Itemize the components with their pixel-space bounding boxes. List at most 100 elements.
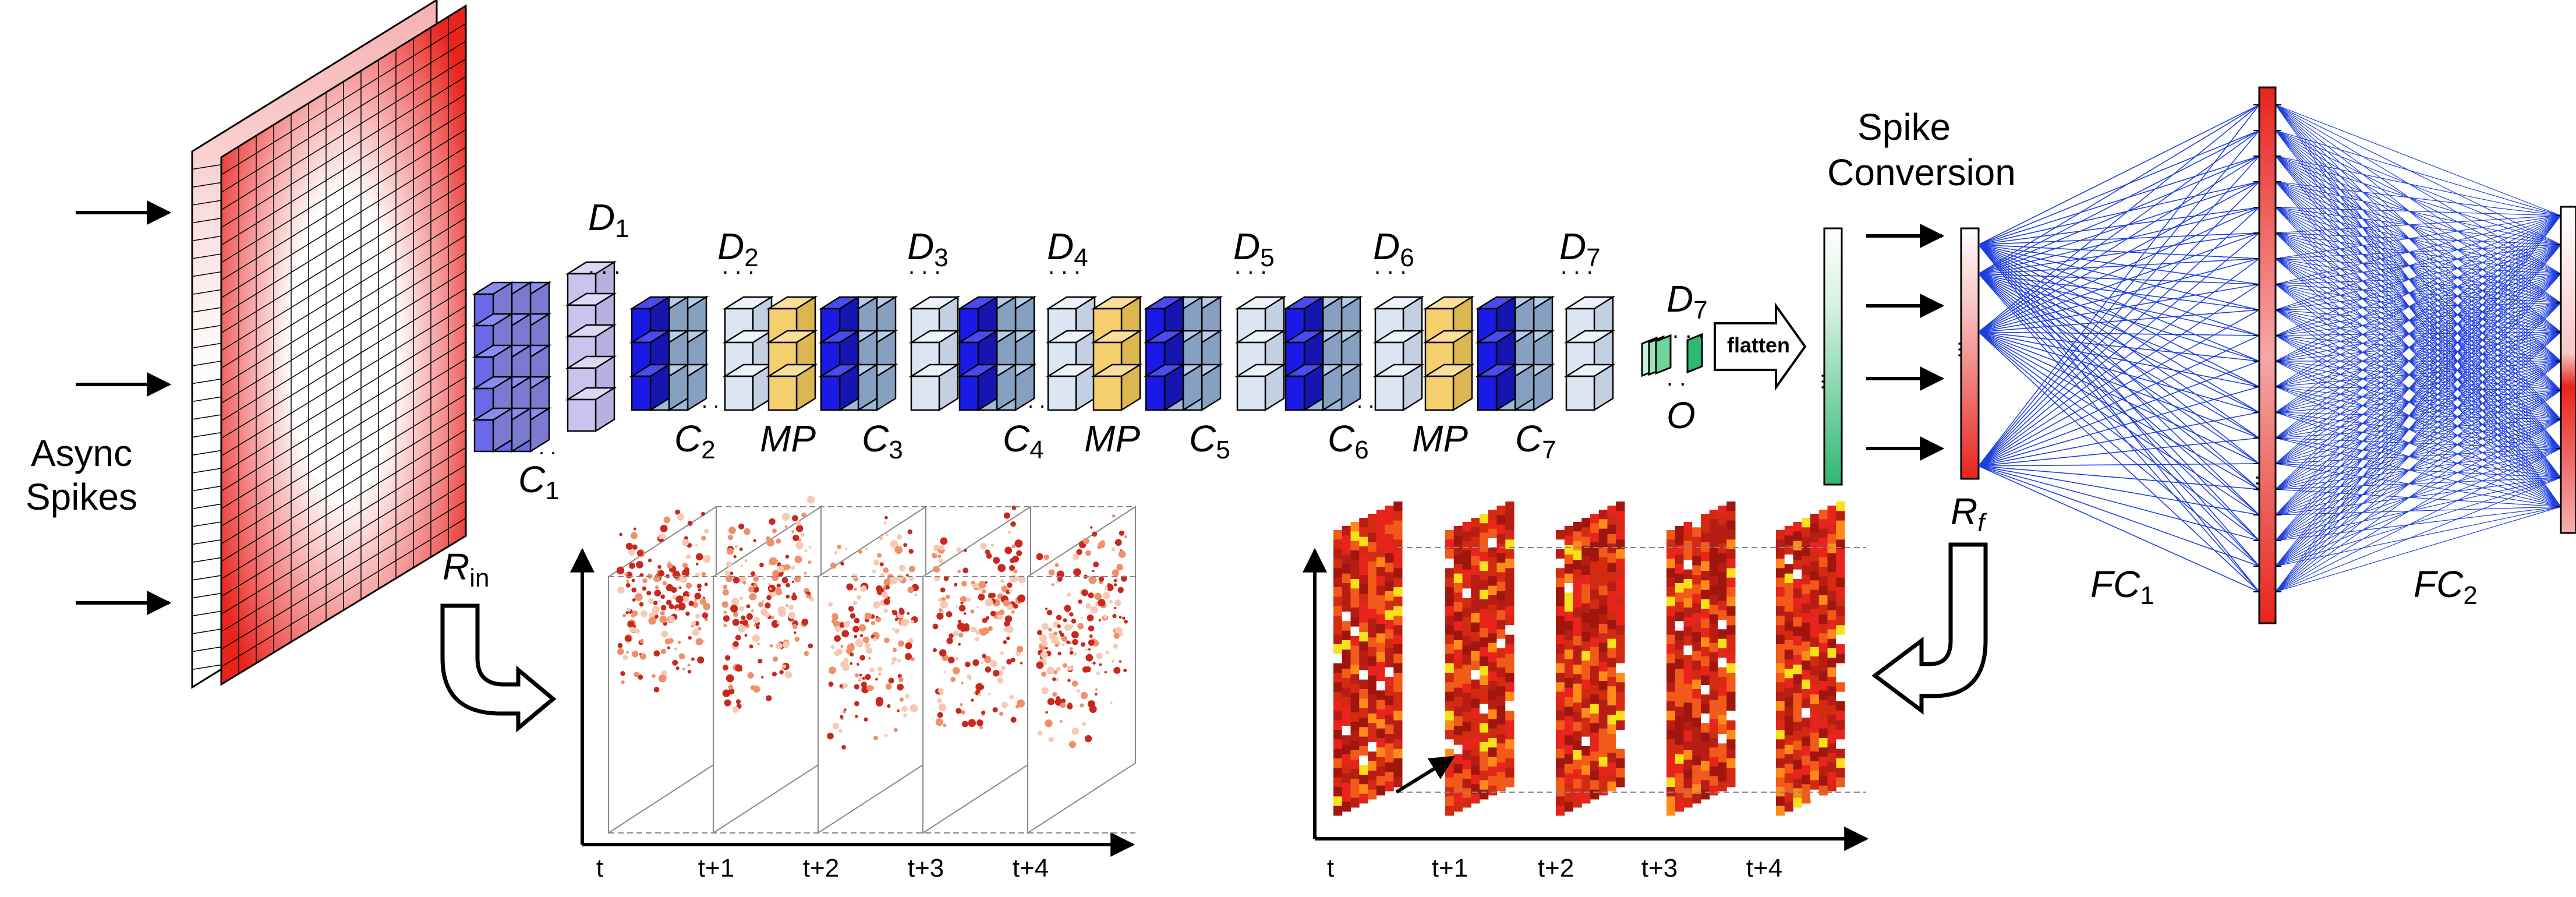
input-event-dot — [1071, 680, 1078, 687]
rf-spike-cell — [1393, 720, 1403, 730]
input-event-dot — [935, 552, 938, 555]
rf-spike-cell — [1368, 761, 1377, 771]
rf-spike-cell — [1496, 734, 1506, 744]
rf-vector-bar — [1960, 227, 1980, 480]
input-event-dot — [984, 656, 992, 663]
rf-spike-cell — [1726, 739, 1736, 750]
fc1-edge — [1978, 232, 2260, 274]
rf-spike-cell — [1776, 758, 1785, 768]
input-event-dot — [869, 668, 875, 673]
fc1-edge — [1978, 331, 2260, 515]
rf-spike-cell — [1709, 642, 1718, 653]
input-event-dot — [1085, 603, 1092, 609]
fc1-edge — [1978, 244, 2260, 362]
rf-spike-cell — [1683, 645, 1693, 656]
rf-spike-cell — [1683, 655, 1693, 665]
rf-spike-cell — [1496, 629, 1506, 640]
rf-spike-cell — [1445, 796, 1455, 807]
fc2-edge — [2275, 284, 2561, 507]
rf-spike-cell — [1556, 711, 1565, 721]
fc2-edge — [2275, 244, 2561, 439]
input-event-dot — [723, 665, 729, 671]
rf-spike-cell — [1342, 754, 1351, 764]
rf-spike-cell — [1616, 644, 1625, 654]
fc2-output-vector — [2560, 206, 2576, 534]
rf-spike-cell — [1385, 591, 1394, 601]
rf-spike-cell — [1480, 656, 1489, 666]
rf-spike-cell — [1818, 585, 1828, 596]
input-event-dot — [724, 570, 731, 576]
rf-spike-cell — [1709, 595, 1718, 605]
input-event-dot — [617, 648, 624, 655]
fc1-edge — [1978, 244, 2260, 541]
fc2-edge — [2275, 232, 2561, 449]
input-event-dot — [806, 495, 815, 504]
rf-spike-cell — [1573, 588, 1582, 599]
input-event-dot — [630, 532, 638, 539]
rf-spike-cell — [1445, 559, 1455, 568]
input-event-dot — [1010, 657, 1015, 663]
rf-spike-cell — [1818, 662, 1828, 672]
rf-spike-cell — [1836, 701, 1845, 711]
rf-spike-cell — [1590, 732, 1600, 743]
rf-spike-cell — [1480, 599, 1489, 609]
input-event-dot — [785, 594, 790, 599]
input-event-dot — [1087, 700, 1096, 708]
fc1-edge — [1978, 273, 2260, 285]
input-event-dot — [937, 712, 943, 718]
rf-spike-cell — [1776, 663, 1785, 673]
fc2-edge — [2275, 244, 2561, 541]
input-event-dot — [1009, 694, 1014, 700]
input-event-dot — [828, 602, 833, 607]
fc2-edge — [2275, 302, 2561, 592]
rf-spike-cell — [1836, 748, 1845, 759]
input-event-dot — [1007, 530, 1011, 534]
rf-spike-cell — [1342, 573, 1351, 584]
input-event-dot — [661, 630, 668, 638]
rf-spike-cell — [1709, 519, 1718, 529]
rf-spike-cell — [1462, 541, 1471, 551]
rf-spike-cell — [1368, 580, 1377, 591]
fc2-edge — [2275, 273, 2561, 362]
fc1-edge — [1978, 244, 2260, 490]
fc2-edge — [2275, 390, 2561, 413]
input-event-dot — [778, 609, 786, 617]
rf-spike-cell — [1368, 789, 1377, 800]
fc2-edge — [2275, 309, 2561, 420]
fc2-edge — [2275, 309, 2561, 362]
rf-spike-cell — [1827, 581, 1837, 592]
input-event-dot — [896, 574, 904, 582]
input-event-dot — [846, 583, 854, 591]
rf-spike-cell — [1836, 511, 1845, 521]
input-event-dot — [943, 723, 947, 728]
async-label: Async — [31, 432, 132, 474]
rf-spike-cell — [1709, 633, 1718, 644]
rf-spike-cell — [1793, 740, 1802, 751]
input-back-grid-row — [192, 414, 222, 420]
input-event-dot — [753, 539, 757, 543]
rf-spike-cell — [1607, 743, 1616, 754]
rf-spike-cell — [1709, 510, 1718, 520]
rf-spike-cell — [1385, 781, 1394, 792]
rf-spike-cell — [1462, 702, 1471, 713]
input-event-dot — [659, 616, 667, 623]
rf-spike-cell — [1726, 730, 1736, 740]
rf-spike-cell — [1827, 762, 1837, 772]
fc1-edge — [1978, 181, 2260, 245]
rf-spike-cell — [1802, 746, 1811, 756]
fc1-edge — [1978, 331, 2260, 362]
rf-spike-cell — [1675, 555, 1684, 564]
input-event-dot — [1080, 616, 1083, 620]
input-event-dot — [742, 620, 749, 626]
input-event-dot — [668, 603, 674, 609]
rf-spike-cell — [1793, 579, 1802, 589]
rf-spike-cell — [1836, 682, 1845, 693]
input-event-dot — [1069, 612, 1074, 617]
rf-spike-cell — [1445, 682, 1455, 693]
rf-spike-cell — [1496, 677, 1506, 687]
rf-spike-cell — [1342, 716, 1351, 726]
rf-spike-cell — [1453, 592, 1463, 603]
input-event-dot — [732, 619, 739, 626]
rf-spike-cell — [1692, 670, 1701, 680]
rf-spike-cell — [1666, 634, 1676, 645]
